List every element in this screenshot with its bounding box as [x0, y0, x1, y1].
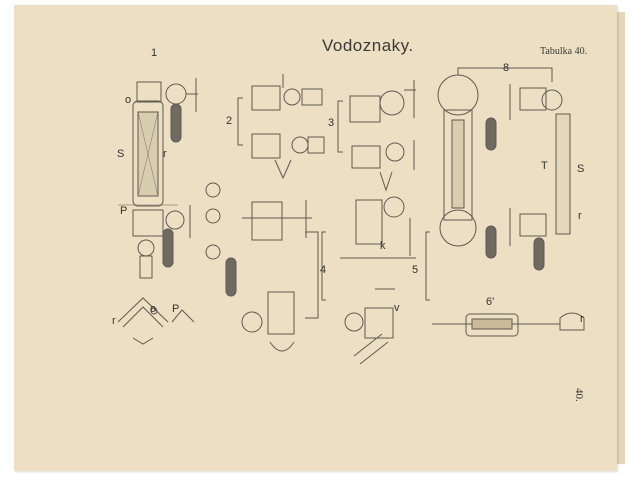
fitting-4 [205, 182, 319, 352]
figure-label-1: 1 [151, 47, 158, 59]
part-label: S [577, 163, 585, 175]
figure-label-2: 2 [226, 115, 233, 127]
figure-label-8: 8 [503, 62, 510, 74]
part-label: r [112, 315, 116, 327]
figure-label-3: 3 [328, 117, 335, 129]
figure-label-5: 5 [412, 264, 419, 276]
part-label: r [578, 210, 582, 222]
part-label: S [117, 148, 125, 160]
fitting-2 [237, 74, 325, 180]
plate-number: Tabulka 40. [540, 46, 588, 57]
paper-sheet [14, 5, 617, 471]
page-number: 40. [573, 388, 585, 402]
part-label: P [120, 205, 128, 217]
figure-label-4: 4 [320, 264, 327, 276]
gauge-6 [432, 312, 585, 337]
part-label: k [380, 240, 386, 252]
part-label: r [163, 148, 167, 160]
part-label: v [394, 302, 400, 314]
detail-rp [117, 297, 195, 345]
part-label: T [541, 160, 548, 172]
part-label: P [172, 303, 180, 315]
figure-label-6: 6' [486, 296, 495, 308]
gauge-glass-1 [118, 78, 198, 279]
fitting-k-v [321, 196, 416, 365]
part-label: r [580, 313, 584, 325]
page-title: Vodoznaky. [322, 36, 414, 55]
part-label: o [125, 94, 132, 106]
fitting-3 [337, 80, 416, 192]
gauge-glass-5-8 [425, 67, 571, 301]
part-label: o [150, 303, 157, 315]
